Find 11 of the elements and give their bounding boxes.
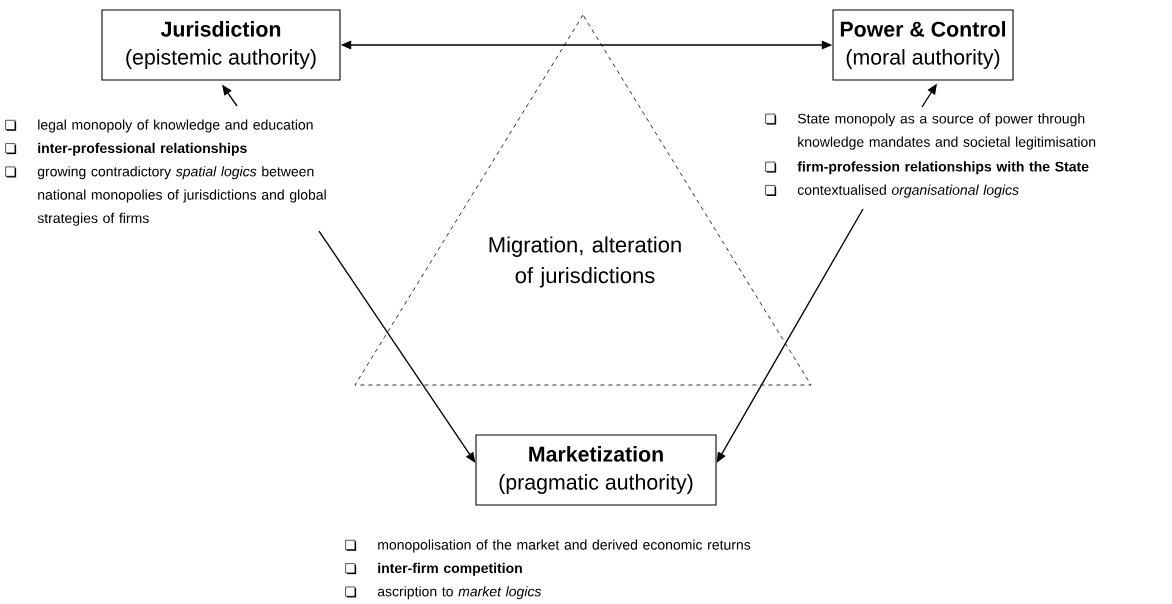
label: inter-firm competition [378, 562, 522, 576]
text-box: Power & Control (moral authority) [832, 9, 1014, 81]
label: ascription to market logics [377, 586, 542, 600]
text-box: Jurisdiction (epistemic authority) [101, 9, 341, 81]
label: monopolisation of the market and derived economic returns [378, 539, 751, 553]
triangle-label: Migration, alteration of jurisdictions [489, 236, 681, 288]
arrow [318, 230, 476, 463]
text-box: Marketization (pragmatic authority) [475, 434, 717, 506]
arrow [716, 208, 864, 463]
node-text: State monopoly as a source of power through knowledge mandates and societal legitimisation firm-profession relationships with the State contextualised organisational logics [797, 113, 1096, 198]
node-text: legal monopoly of knowledge and education inter-professional relationships growing contradictory spatial logics between national monopolies of jurisdictions and global strategies of firms [37, 119, 326, 226]
